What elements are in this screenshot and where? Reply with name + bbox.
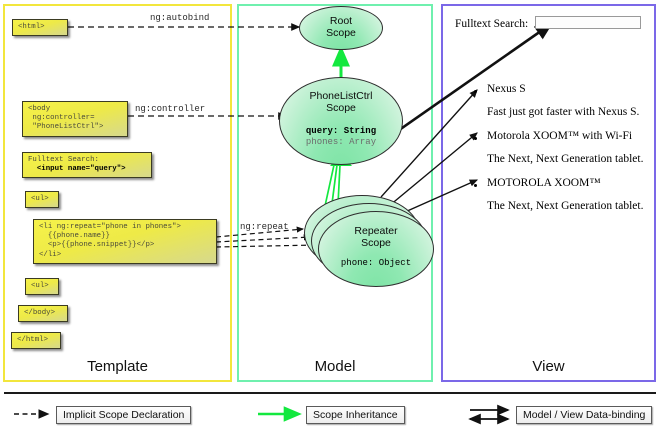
code-box-html-close: </html> (11, 332, 61, 350)
panel-model-label: Model (314, 358, 356, 375)
code-line-fulltext-label: Fulltext Search: (28, 156, 99, 164)
code-line-li-3: <p>{{phone.snippet}}</p> (39, 241, 155, 250)
view-content: Fulltext Search: Nexus S Fast just got f… (447, 10, 650, 220)
phone-snippet: The Next, Next Generation tablet. (487, 153, 644, 165)
scope-phonelistctrl-attr-query: query: String (305, 126, 377, 136)
panel-view-label: View (532, 358, 565, 375)
code-box-li-repeat: <li ng:repeat="phone in phones"> {{phone… (33, 219, 217, 264)
scope-repeater: Repeater Scope phone: Object (318, 211, 434, 287)
legend-item-model-view-data-binding: Model / View Data-binding (516, 406, 653, 424)
list-bullet (474, 184, 477, 187)
scope-repeater-attr-phone: phone: Object (340, 258, 412, 268)
panel-model: Model (237, 4, 433, 382)
legend-item-scope-inheritance: Scope Inheritance (306, 406, 405, 424)
phone-snippet: Fast just got faster with Nexus S. (487, 106, 640, 118)
legend-divider (4, 392, 656, 394)
code-box-html-open: <html> (12, 19, 68, 37)
code-line-li-2: {{phone.name}} (39, 232, 110, 241)
phone-name: Motorola XOOM™ with Wi-Fi (487, 130, 633, 142)
scope-repeater-title-2: Scope (361, 237, 391, 249)
view-search-label: Fulltext Search: (455, 18, 529, 30)
phone-snippet: The Next, Next Generation tablet. (487, 200, 644, 212)
phone-name: MOTOROLA XOOM™ (487, 177, 601, 189)
phone-name: Nexus S (487, 83, 526, 95)
list-bullet (474, 90, 477, 93)
code-line-input-query: <input name="query"> (28, 165, 126, 174)
scope-phonelistctrl: PhoneListCtrl Scope query: String phones… (279, 77, 403, 165)
panel-template-label: Template (87, 358, 148, 375)
scope-phonelistctrl-title-1: PhoneListCtrl (309, 90, 373, 102)
list-bullet (474, 137, 477, 140)
search-input[interactable] (535, 16, 641, 29)
code-line-li-1: <li ng:repeat="phone in phones"> (39, 223, 181, 231)
code-line-body-3: "PhoneListCtrl"> (28, 123, 104, 132)
wire-label-ng-autobind: ng:autobind (150, 13, 210, 23)
code-box-body-open: <body ng:controller= "PhoneListCtrl"> (22, 101, 128, 137)
code-line-body-1: <body (28, 105, 51, 113)
code-box-body-close: </body> (18, 305, 68, 323)
wire-label-ng-repeat: ng:repeat (240, 222, 289, 232)
scope-root-title-1: Root (329, 15, 353, 27)
scope-repeater-title-1: Repeater (354, 225, 398, 237)
scope-root-title-2: Scope (326, 27, 356, 39)
scope-root: Root Scope (299, 6, 383, 50)
legend-item-implicit-scope-declaration: Implicit Scope Declaration (56, 406, 192, 424)
code-box-fulltext-search: Fulltext Search: <input name="query"> (22, 152, 152, 179)
code-line-li-4: </li> (39, 250, 62, 259)
code-box-ul-open: <ul> (25, 191, 59, 209)
code-line-body-2: ng:controller= (28, 114, 95, 123)
scope-phonelistctrl-attr-phones: phones: Array (305, 137, 377, 147)
code-box-ul-close: <ul> (25, 278, 59, 296)
scope-phonelistctrl-title-2: Scope (326, 102, 356, 114)
wire-label-ng-controller: ng:controller (135, 104, 206, 114)
